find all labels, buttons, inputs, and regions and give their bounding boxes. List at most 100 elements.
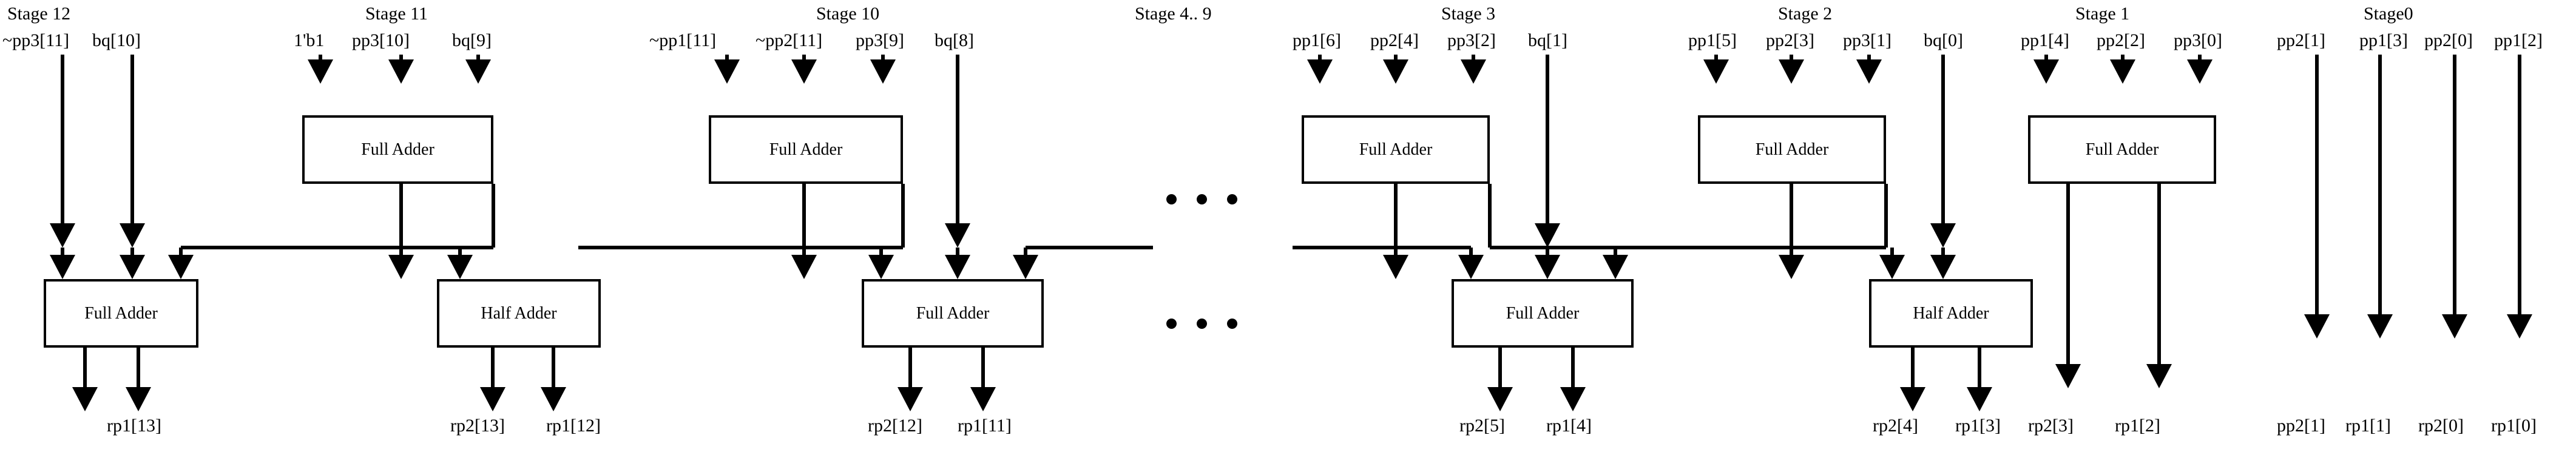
output-arrow-stage-10-1-1 — [970, 387, 996, 411]
ellipsis-dot-1-0 — [1166, 319, 1177, 329]
output-label-stage-3-1: rp1[4] — [1546, 416, 1592, 436]
stage12-in-cont-0 — [61, 248, 64, 255]
input-label-stage-3-3: bq[1] — [1528, 30, 1567, 50]
input-wire-stage-2-0 — [1714, 55, 1718, 59]
stage2-fa-carryout — [1884, 184, 1888, 248]
carry-s11-to-s12-run — [181, 246, 493, 249]
input-arrow-stage-1-2 — [2187, 59, 2213, 84]
stage11-inner-arrow — [447, 255, 473, 279]
ellipsis-dot-0-2 — [1227, 194, 1237, 204]
stage-title-stage-11: Stage 11 — [365, 4, 428, 24]
input-wire-stage-3-2 — [1472, 55, 1475, 59]
output-label-stage-0-0: pp2[1] — [2277, 416, 2325, 436]
input-wire-stage-2-3 — [1941, 55, 1945, 223]
input-arrow-stage-12-0 — [50, 223, 75, 248]
output-wire-stage-2-1-0 — [1911, 348, 1915, 387]
carry-s10-to-s11-run — [578, 246, 903, 249]
input-label-stage-12-1: bq[10] — [92, 30, 141, 50]
carry-s2-to-s3-run — [1615, 246, 1886, 249]
input-arrow-stage-1-0 — [2033, 59, 2059, 84]
input-arrow-stage-10-0 — [714, 59, 740, 84]
input-arrow-stage-11-0 — [308, 59, 333, 84]
input-wire-stage-2-2 — [1867, 55, 1871, 59]
stage10-fa-sum-arrow — [791, 255, 817, 279]
input-arrow-stage-0-3 — [2507, 314, 2532, 339]
stage3-fa-carryout — [1488, 184, 1492, 248]
ellipsis-dot-1-1 — [1197, 319, 1207, 329]
stage10-bq-arrow — [945, 255, 970, 279]
stage10-inner-arrow — [868, 255, 894, 279]
input-label-stage-2-2: pp3[1] — [1843, 30, 1891, 50]
input-wire-stage-11-0 — [319, 55, 322, 59]
input-wire-stage-3-3 — [1546, 55, 1549, 223]
input-wire-stage-10-3 — [956, 55, 959, 223]
output-wire-stage-1-0-1 — [2157, 184, 2161, 364]
input-wire-stage-10-0 — [725, 55, 729, 59]
adder-label: Full Adder — [2085, 140, 2159, 159]
stage12-in-cont-1 — [130, 248, 134, 255]
output-label-stage-3-0: rp2[5] — [1459, 416, 1505, 436]
input-label-stage-0-1: pp1[3] — [2359, 30, 2408, 50]
input-arrow-stage-0-2 — [2442, 314, 2467, 339]
input-label-stage-1-2: pp3[0] — [2174, 30, 2222, 50]
output-wire-stage-11-1-1 — [552, 348, 555, 387]
input-wire-stage-1-0 — [2044, 55, 2048, 59]
output-wire-stage-2-1-1 — [1978, 348, 1981, 387]
output-wire-stage-10-1-1 — [981, 348, 985, 387]
input-wire-stage-2-1 — [1790, 55, 1793, 59]
input-label-stage-2-3: bq[0] — [1924, 30, 1963, 50]
adder-label: Full Adder — [769, 140, 843, 159]
input-arrow-stage-2-2 — [1856, 59, 1882, 84]
stage10-bq-cont — [956, 248, 959, 255]
input-wire-stage-12-0 — [61, 55, 64, 223]
stage12-carry-in-stub — [179, 248, 183, 255]
input-label-stage-1-0: pp1[4] — [2021, 30, 2069, 50]
stage2-fa-sum-arrow — [1779, 255, 1804, 279]
stage11-inner-stub — [458, 248, 462, 255]
output-label-stage-10-1: rp1[11] — [958, 416, 1012, 436]
output-arrow-stage-3-1-0 — [1487, 387, 1513, 411]
input-label-stage-0-3: pp1[2] — [2494, 30, 2543, 50]
stage2-inner-stub — [1890, 248, 1894, 255]
adder-label: Full Adder — [916, 303, 990, 323]
adder-half-stage-11-1: Half Adder — [437, 279, 601, 348]
stage12-carry-in-arrow — [168, 255, 194, 279]
input-arrow-stage-11-1 — [388, 59, 414, 84]
input-label-stage-3-0: pp1[6] — [1293, 30, 1341, 50]
stage10-fa-carryout — [901, 184, 905, 248]
input-label-stage-0-2: pp2[0] — [2424, 30, 2473, 50]
adder-full-stage-10-1: Full Adder — [862, 279, 1044, 348]
input-arrow-stage-3-2 — [1461, 59, 1486, 84]
input-wire-stage-10-2 — [881, 55, 885, 59]
input-wire-stage-12-1 — [130, 55, 134, 223]
input-label-stage-11-1: pp3[10] — [352, 30, 410, 50]
stage2-inner-arrow — [1879, 255, 1905, 279]
input-wire-stage-0-0 — [2315, 55, 2319, 314]
input-label-stage-10-2: pp3[9] — [856, 30, 904, 50]
adder-label: Full Adder — [84, 303, 158, 323]
input-wire-stage-11-2 — [476, 55, 480, 59]
stage3-bq-cont — [1546, 248, 1549, 255]
stage10-carry-in-stub — [1024, 248, 1027, 255]
adder-full-stage-1-0: Full Adder — [2028, 115, 2216, 184]
input-wire-stage-1-2 — [2198, 55, 2202, 59]
input-arrow-stage-3-0 — [1307, 59, 1333, 84]
input-label-stage-2-1: pp2[3] — [1766, 30, 1814, 50]
stage-title-stage-0: Stage0 — [2364, 4, 2413, 24]
input-arrow-stage-1-1 — [2110, 59, 2135, 84]
input-label-stage-3-2: pp3[2] — [1447, 30, 1496, 50]
stage10-carry-in-arrow — [1013, 255, 1038, 279]
input-arrow-stage-3-1 — [1383, 59, 1408, 84]
input-wire-stage-0-1 — [2378, 55, 2382, 314]
stage-title-stage-3: Stage 3 — [1441, 4, 1496, 24]
input-arrow-stage-2-3 — [1930, 223, 1956, 248]
stage12-in-arrow-1 — [120, 255, 145, 279]
input-label-stage-11-0: 1'b1 — [294, 30, 325, 50]
adder-full-stage-3-1: Full Adder — [1452, 279, 1634, 348]
output-arrow-stage-11-1-0 — [480, 387, 505, 411]
input-arrow-stage-3-3 — [1535, 223, 1560, 248]
adder-full-stage-12-0: Full Adder — [44, 279, 198, 348]
input-arrow-stage-2-1 — [1779, 59, 1804, 84]
output-label-stage-10-0: rp2[12] — [868, 416, 922, 436]
